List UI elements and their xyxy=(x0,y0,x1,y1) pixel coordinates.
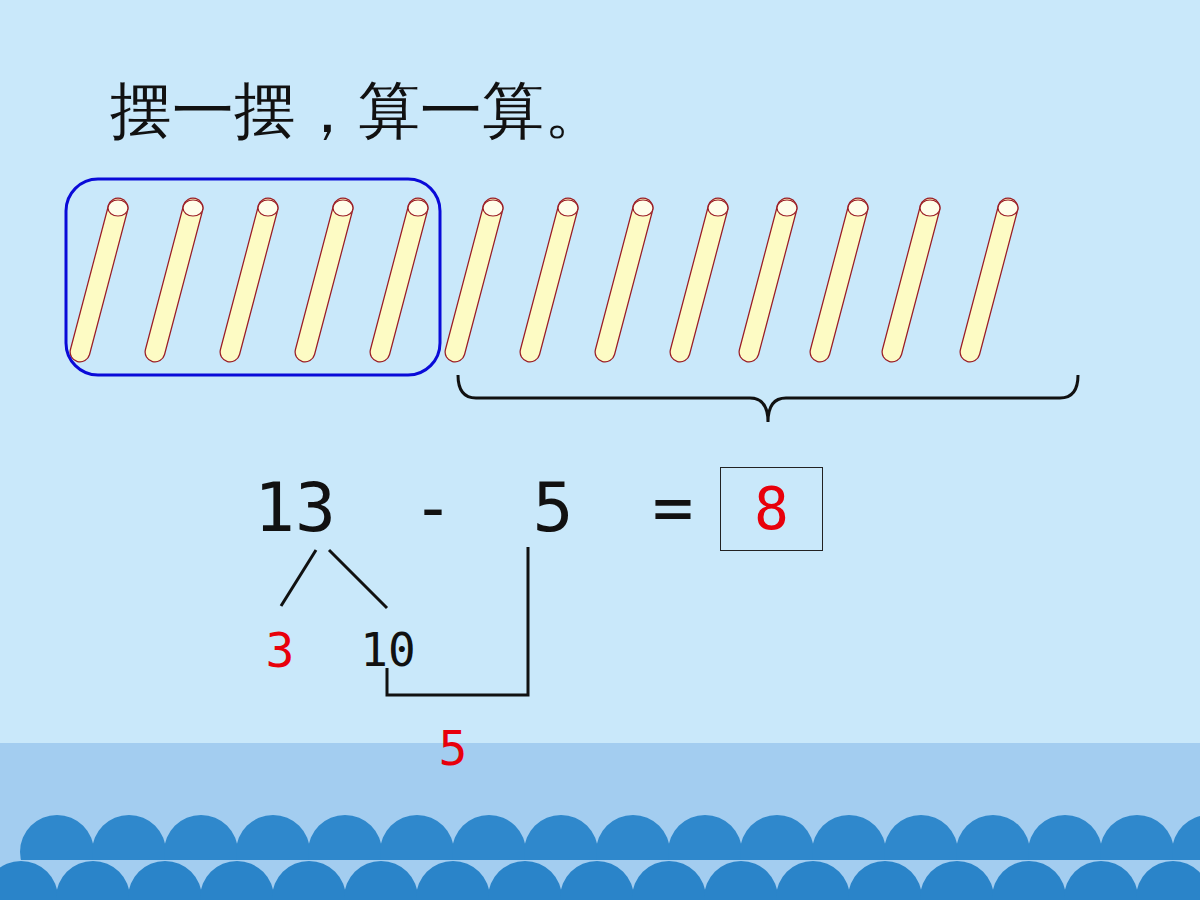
stick-body xyxy=(820,208,858,352)
stick-end xyxy=(708,200,728,216)
counting-stick xyxy=(605,200,653,352)
stick-body xyxy=(380,208,418,352)
stick-end xyxy=(333,200,353,216)
stick-end xyxy=(777,200,797,216)
counting-stick xyxy=(820,200,868,352)
stick-outline xyxy=(155,208,193,352)
stick-outline xyxy=(892,208,930,352)
subtrahend: 5 xyxy=(533,474,574,542)
stick-end xyxy=(848,200,868,216)
wave xyxy=(1136,861,1200,900)
stick-outline xyxy=(80,208,118,352)
wave xyxy=(704,861,778,900)
stick-outline xyxy=(820,208,858,352)
minuend: 13 xyxy=(254,474,336,542)
difference-step: 5 xyxy=(439,724,468,772)
wave xyxy=(128,861,202,900)
stick-end xyxy=(408,200,428,216)
wave xyxy=(416,861,490,900)
minus-sign: - xyxy=(413,474,454,542)
wave xyxy=(560,861,634,900)
brace xyxy=(458,375,1078,422)
wave xyxy=(488,861,562,900)
stick-body xyxy=(530,208,568,352)
wave xyxy=(632,861,706,900)
stick-end xyxy=(998,200,1018,216)
stick-body xyxy=(305,208,343,352)
stick-end xyxy=(920,200,940,216)
counting-stick xyxy=(380,200,428,352)
wave xyxy=(0,861,58,900)
split-line xyxy=(329,550,387,608)
counting-stick xyxy=(749,200,797,352)
wave xyxy=(992,861,1066,900)
counting-stick xyxy=(530,200,578,352)
stick-outline xyxy=(970,208,1008,352)
counting-stick xyxy=(155,200,203,352)
split-part: 10 xyxy=(360,627,415,673)
stick-end xyxy=(183,200,203,216)
waves xyxy=(0,815,1200,900)
wave xyxy=(200,861,274,900)
counting-stick xyxy=(680,200,728,352)
stick-outline xyxy=(605,208,643,352)
stick-outline xyxy=(230,208,268,352)
stick-body xyxy=(155,208,193,352)
wave xyxy=(848,861,922,900)
answer-box: 8 xyxy=(720,467,823,551)
stick-outline xyxy=(455,208,493,352)
wave xyxy=(1064,861,1138,900)
wave xyxy=(344,861,418,900)
stick-end xyxy=(108,200,128,216)
wave xyxy=(56,861,130,900)
answer-number: 8 xyxy=(721,468,822,550)
wave xyxy=(776,861,850,900)
stick-body xyxy=(680,208,718,352)
wave xyxy=(920,861,994,900)
stick-outline xyxy=(680,208,718,352)
counting-stick xyxy=(892,200,940,352)
stick-outline xyxy=(749,208,787,352)
stick-end xyxy=(633,200,653,216)
group-outline xyxy=(66,179,440,375)
stick-body xyxy=(749,208,787,352)
counting-stick xyxy=(455,200,503,352)
stick-body xyxy=(970,208,1008,352)
stick-outline xyxy=(305,208,343,352)
counting-stick xyxy=(230,200,278,352)
stick-body xyxy=(605,208,643,352)
stick-body xyxy=(455,208,493,352)
stick-body xyxy=(230,208,268,352)
stick-body xyxy=(80,208,118,352)
sticks xyxy=(80,200,1018,352)
counting-stick xyxy=(80,200,128,352)
equals-sign: = xyxy=(653,474,694,542)
stick-outline xyxy=(380,208,418,352)
wave xyxy=(272,861,346,900)
stick-end xyxy=(558,200,578,216)
split-line xyxy=(281,550,316,606)
stick-body xyxy=(892,208,930,352)
split-part: 3 xyxy=(266,626,295,674)
counting-stick xyxy=(305,200,353,352)
stick-outline xyxy=(530,208,568,352)
counting-stick xyxy=(970,200,1018,352)
title: 摆一摆，算一算。 xyxy=(110,80,606,142)
stick-end xyxy=(258,200,278,216)
stick-end xyxy=(483,200,503,216)
